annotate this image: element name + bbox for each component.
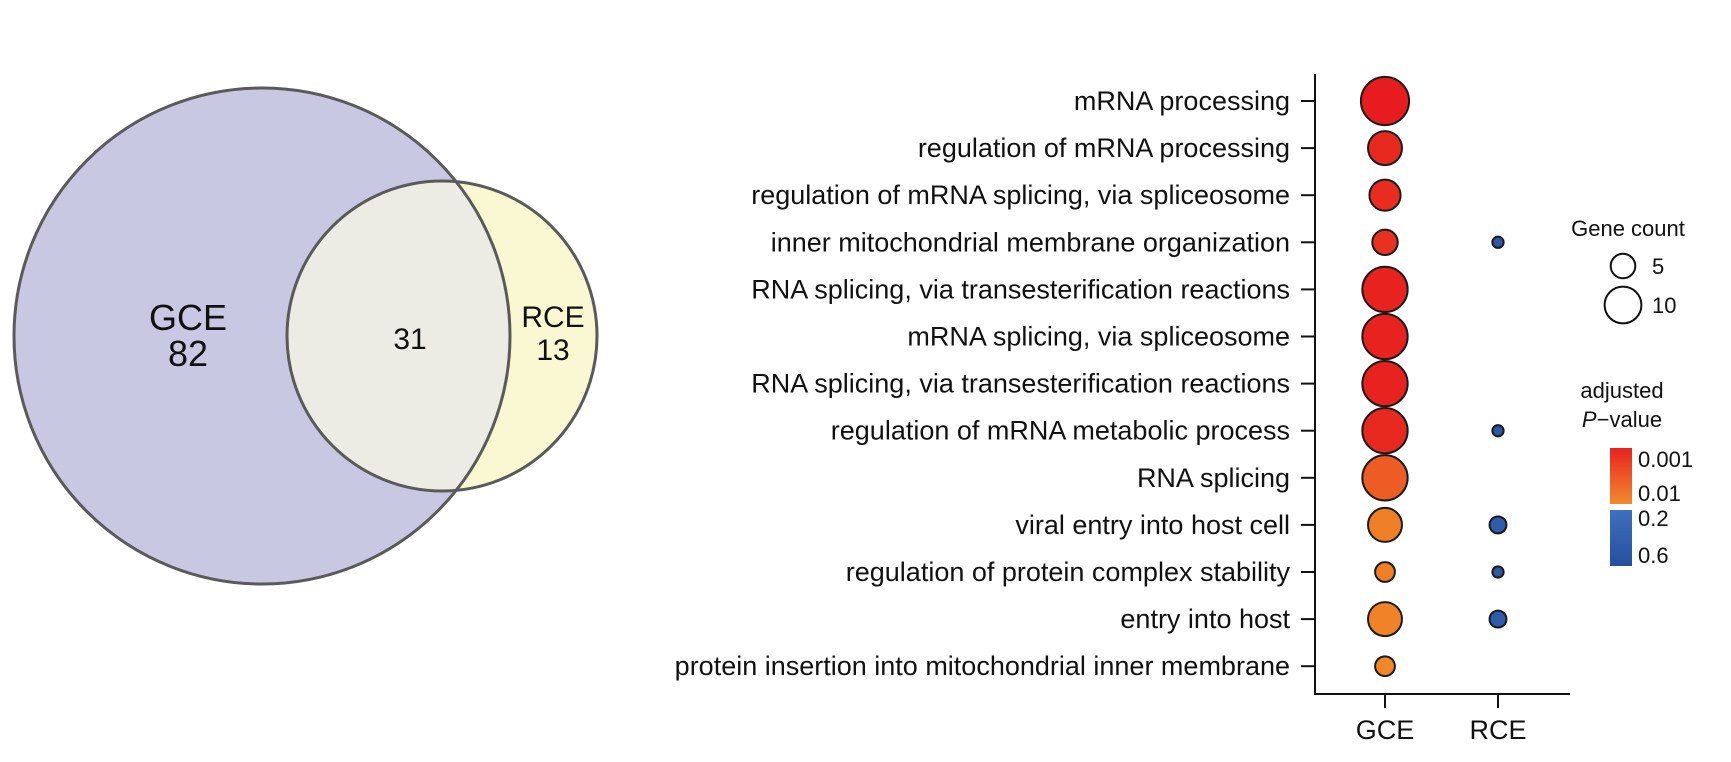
size-legend-title: Gene count [1571, 216, 1685, 241]
color-label-0-2: 0.2 [1638, 506, 1669, 531]
data-point [1491, 424, 1505, 438]
venn-count-intersection: 31 [393, 323, 426, 356]
venn-count-rce: 13 [536, 334, 569, 367]
data-point [1374, 561, 1396, 583]
term-label: regulation of mRNA processing [918, 133, 1290, 163]
data-point [1359, 75, 1411, 127]
size-legend-circle [1609, 252, 1637, 280]
venn-label-rce: RCE [521, 301, 584, 334]
data-point [1361, 265, 1409, 314]
venn-count-gce: 82 [168, 333, 208, 374]
venn-intersection [287, 181, 510, 491]
size-legend: Gene count 5 10 [1571, 216, 1685, 325]
term-label: RNA splicing [1137, 463, 1290, 493]
size-legend-circle [1603, 285, 1643, 325]
term-label: mRNA splicing, via spliceosome [907, 322, 1290, 352]
color-label-0-6: 0.6 [1638, 543, 1669, 568]
term-label: RNA splicing, via transesterification re… [751, 369, 1290, 399]
dot-plot: mRNA processing regulation of mRNA proces… [675, 74, 1570, 745]
color-bar-low [1610, 448, 1632, 504]
venn-diagram: GCE 82 31 RCE 13 [12, 86, 599, 586]
color-label-0-001: 0.001 [1638, 447, 1693, 472]
data-point [1488, 609, 1508, 629]
color-legend-title-line1: adjusted [1580, 378, 1663, 403]
color-legend: adjusted P−value 0.001 0.01 0.2 0.6 [1580, 378, 1693, 568]
term-label: protein insertion into mitochondrial inn… [675, 651, 1290, 681]
venn-outline-gce [12, 86, 512, 586]
data-point [1371, 228, 1399, 257]
group-label: GCE [1356, 715, 1415, 745]
term-label: viral entry into host cell [1015, 510, 1290, 540]
color-legend-title-line2: P−value [1582, 407, 1662, 432]
data-points [1359, 75, 1508, 678]
color-label-0-01: 0.01 [1638, 481, 1681, 506]
color-bar-high [1610, 510, 1632, 566]
data-point [1368, 178, 1402, 212]
term-label: regulation of mRNA metabolic process [831, 416, 1290, 446]
y-axis: mRNA processing regulation of mRNA proces… [675, 86, 1315, 681]
x-axis: GCE RCE [1356, 694, 1527, 745]
data-point [1491, 235, 1505, 249]
term-label: entry into host [1120, 604, 1290, 634]
data-point [1367, 506, 1403, 543]
venn-outline-rce [285, 179, 599, 493]
group-label: RCE [1469, 715, 1526, 745]
term-label: inner mitochondrial membrane organizatio… [771, 227, 1290, 257]
data-point [1367, 601, 1403, 638]
venn-label-gce: GCE [149, 297, 227, 338]
data-point [1361, 407, 1409, 455]
data-point [1488, 515, 1508, 535]
term-label: RNA splicing, via transesterification re… [751, 274, 1290, 304]
size-legend-label: 10 [1652, 293, 1676, 318]
size-legend-label: 5 [1652, 254, 1664, 279]
data-point [1367, 130, 1403, 167]
term-label: mRNA processing [1074, 86, 1290, 116]
data-point [1361, 312, 1409, 361]
data-point [1361, 359, 1409, 408]
term-label: regulation of protein complex stability [846, 557, 1291, 587]
data-point [1491, 565, 1505, 579]
term-label: regulation of mRNA splicing, via spliceo… [751, 180, 1290, 210]
data-point [1361, 454, 1409, 502]
data-point [1374, 655, 1396, 678]
